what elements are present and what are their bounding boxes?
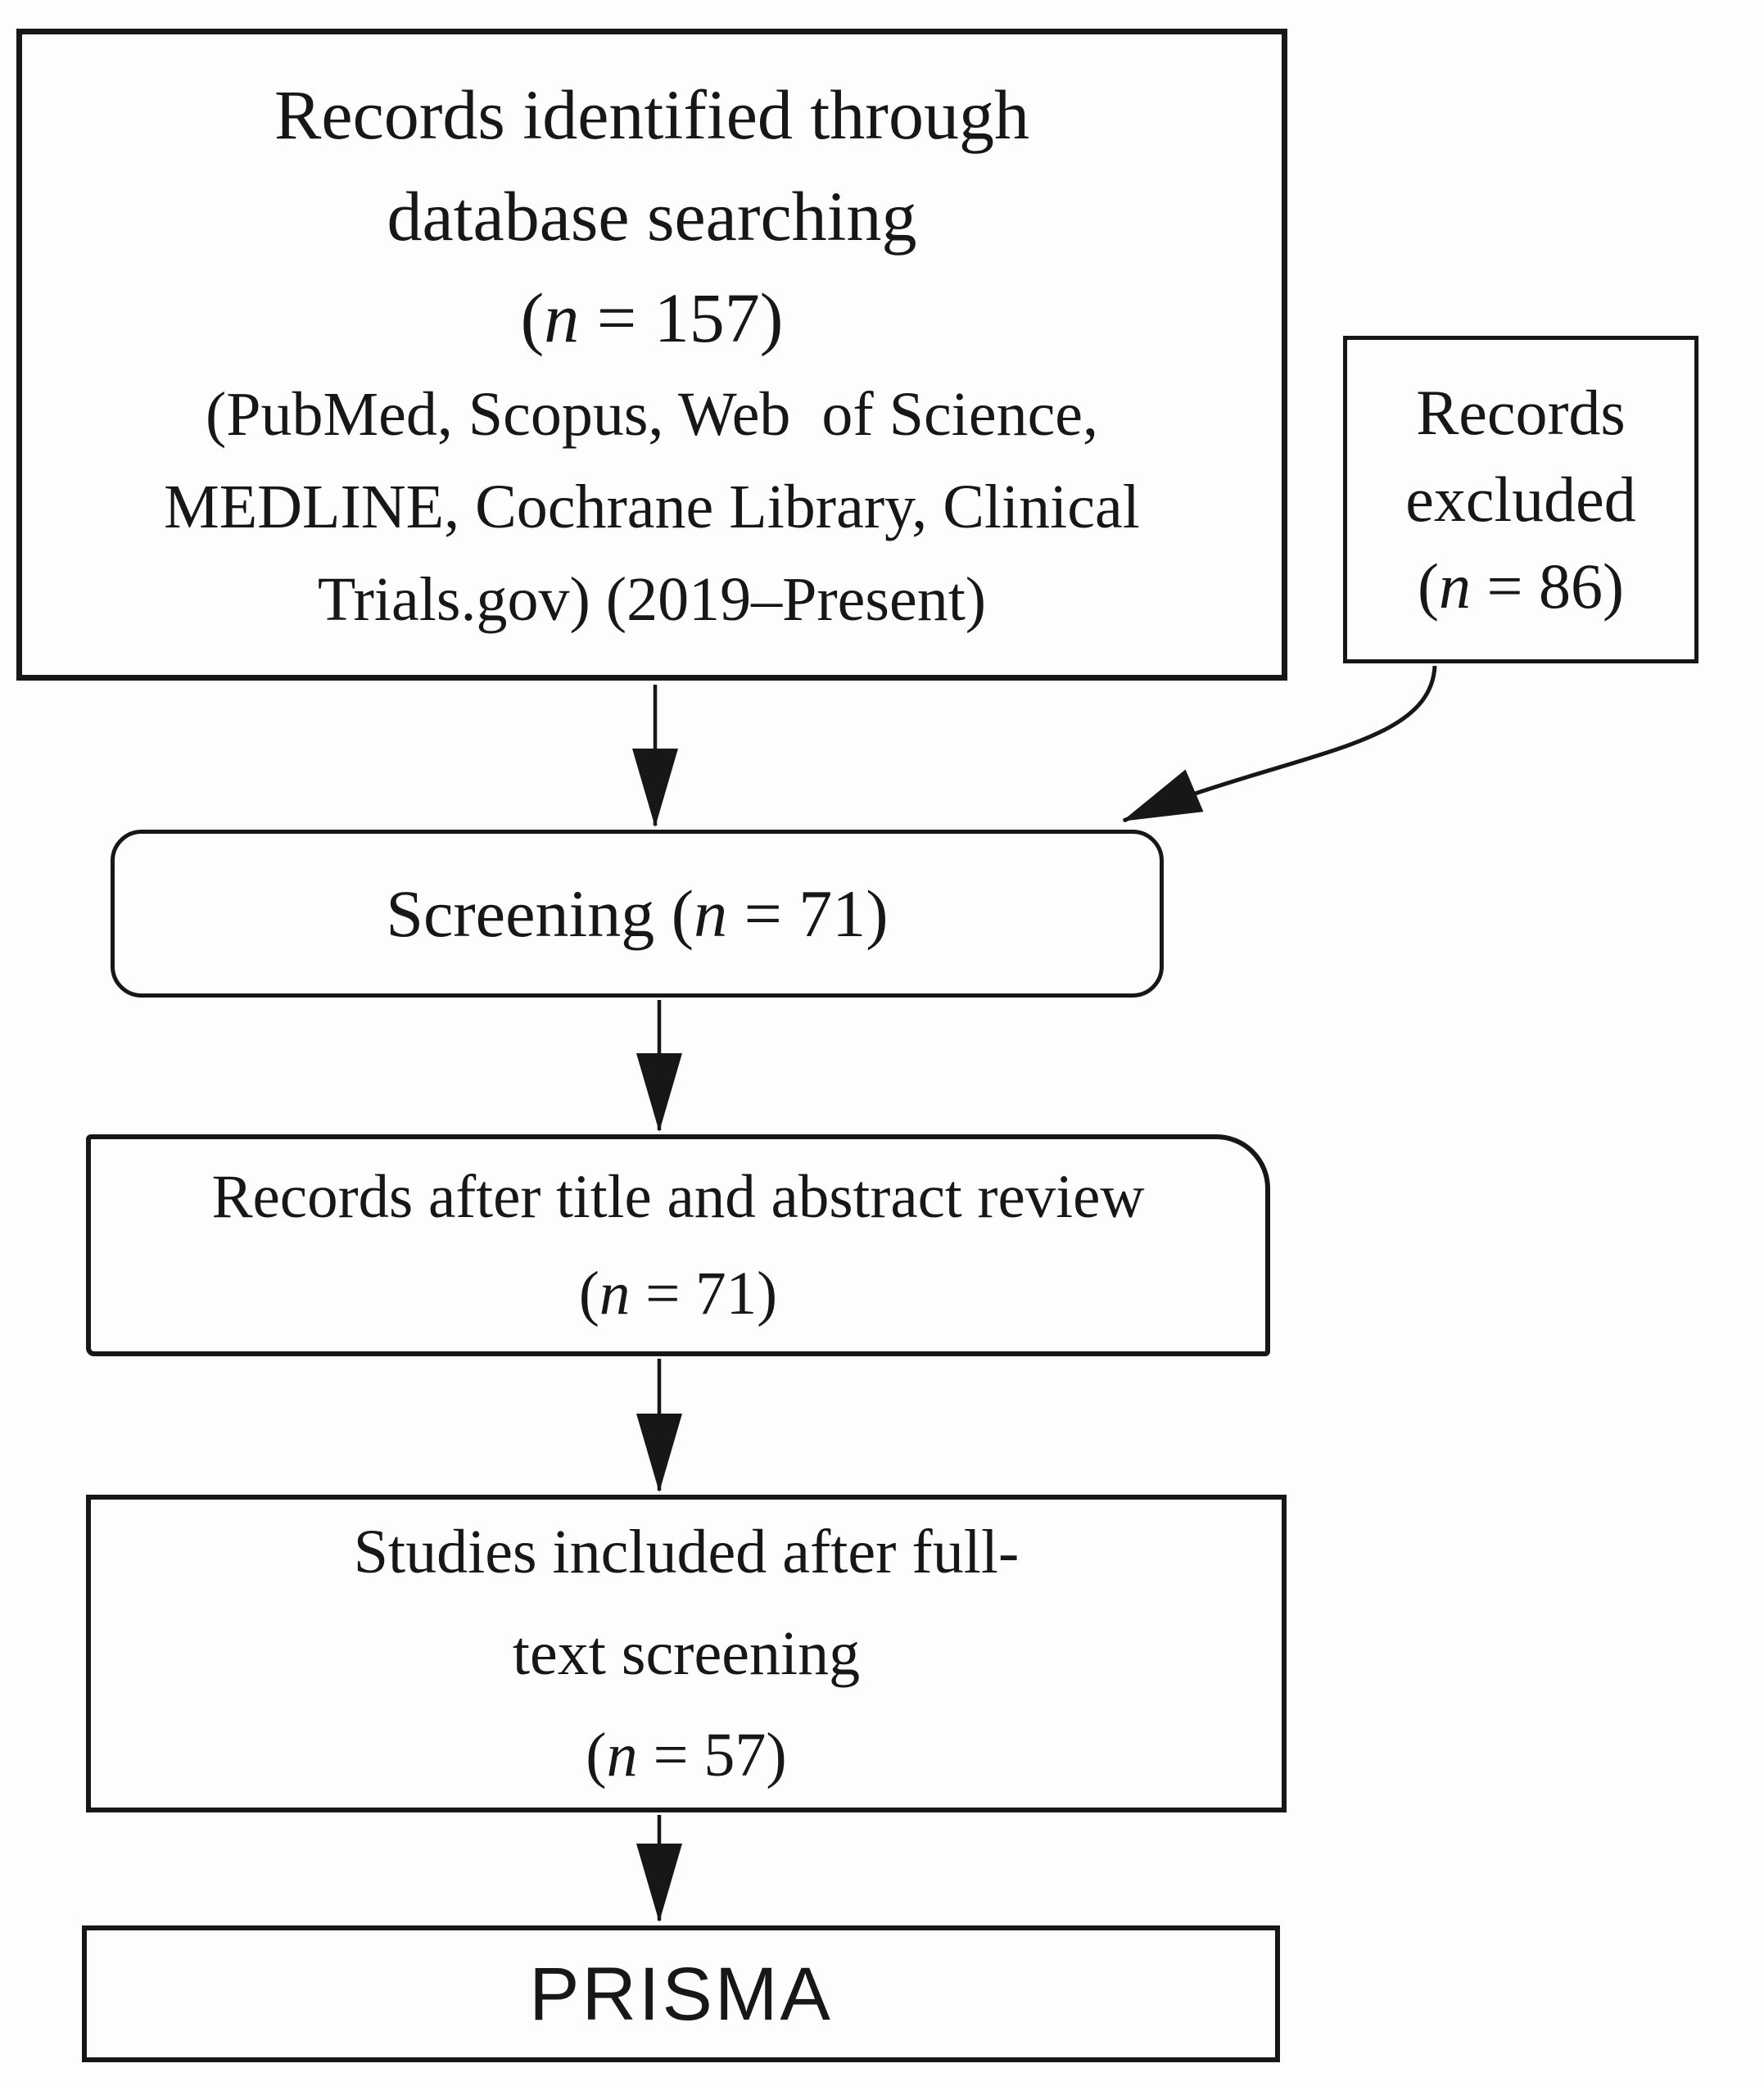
box-text-line: Records after title and abstract review xyxy=(211,1162,1145,1231)
box-text-line: Records identified through xyxy=(274,75,1029,154)
box-stat-line: (n = 71) xyxy=(578,1259,778,1328)
records-excluded-box: Records excluded (n = 86) xyxy=(1343,336,1698,663)
records-identified-box: Records identified through database sear… xyxy=(16,29,1287,681)
stat-n-variable: n xyxy=(544,278,580,357)
box-text-line: (PubMed, Scopus, Web of Science, xyxy=(205,379,1099,449)
prisma-box: PRISMA xyxy=(82,1925,1280,2062)
box-text-line: text screening xyxy=(512,1619,861,1688)
stat-n-variable: n xyxy=(599,1259,631,1328)
box-text-line: Records xyxy=(1416,377,1626,448)
box-text-line: database searching xyxy=(387,176,917,256)
box-stat-line: (n = 86) xyxy=(1418,550,1624,622)
full-text-screening-box: Studies included after full- text screen… xyxy=(86,1495,1287,1812)
box-text-line: excluded xyxy=(1405,464,1636,535)
box-text-line: Studies included after full- xyxy=(353,1518,1020,1586)
curved-arrow-excluded-to-screening xyxy=(1122,665,1437,823)
box-text-line: PRISMA xyxy=(529,1952,833,2036)
stat-n-variable: n xyxy=(1439,550,1471,622)
title-abstract-review-box: Records after title and abstract review … xyxy=(86,1134,1270,1356)
box-text-line: Trials.gov) (2019–Present) xyxy=(317,564,987,634)
stat-n-variable: n xyxy=(694,876,728,951)
stat-n-variable: n xyxy=(606,1721,638,1790)
box-stat-line: (n = 57) xyxy=(586,1721,787,1790)
box-text-line: MEDLINE, Cochrane Library, Clinical xyxy=(164,472,1140,541)
box-text-line: Screening (n = 71) xyxy=(386,876,889,951)
screening-box: Screening (n = 71) xyxy=(111,830,1164,998)
box-stat-line: (n = 157) xyxy=(520,278,784,357)
